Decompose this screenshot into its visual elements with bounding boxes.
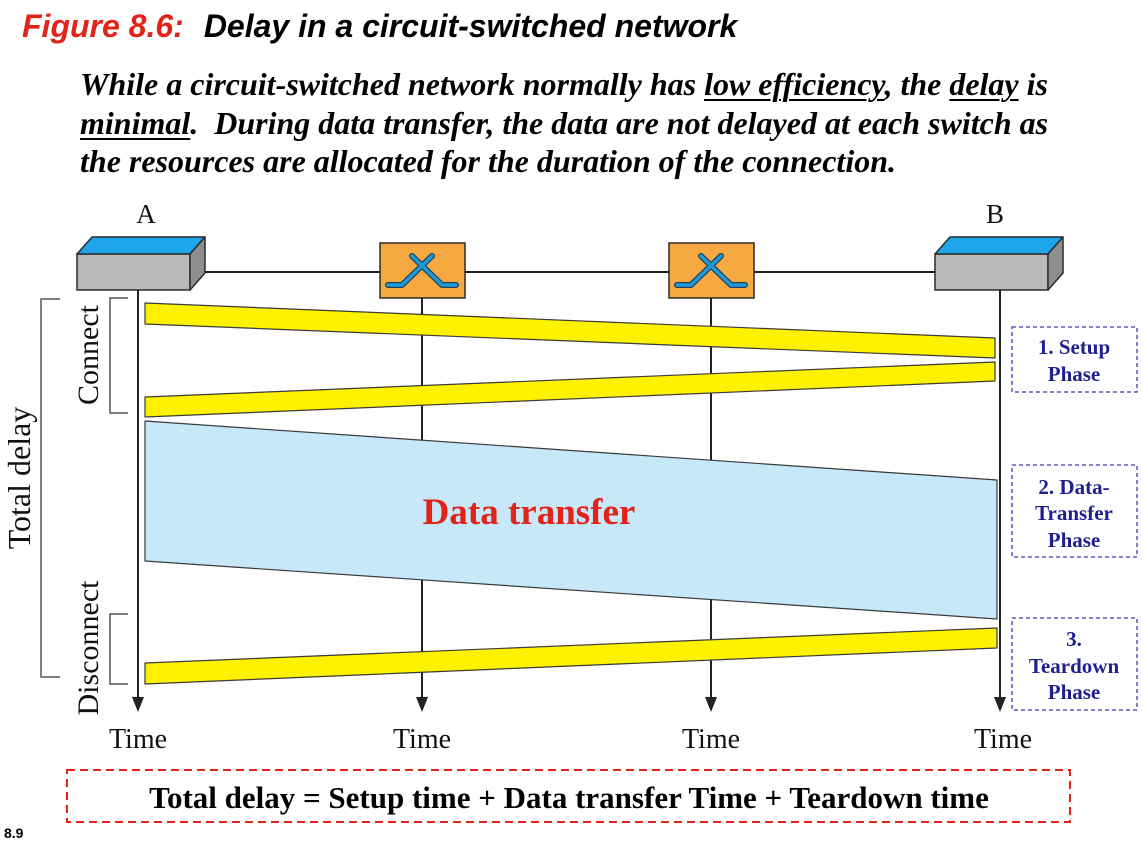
total-delay-bracket <box>40 298 60 678</box>
teardown-phase-line-2: Teardown <box>1029 654 1120 678</box>
teardown-phase-line-3: Phase <box>1048 680 1101 704</box>
time-label-switch-2: Time <box>682 724 740 755</box>
station-b-front-face <box>934 253 1049 291</box>
time-label-switch-1: Time <box>393 724 451 755</box>
description-text: the resources are allocated for the dura… <box>80 143 896 179</box>
station-a-front-face <box>76 253 191 291</box>
setup-phase-line-1: 1. Setup <box>1038 335 1110 359</box>
timeline-b <box>994 290 1006 712</box>
timeline-switch-2-arrow-icon <box>705 697 717 712</box>
time-label-b: Time <box>974 724 1032 755</box>
underlined-term-delay: delay <box>949 66 1019 102</box>
description-text: is <box>1018 66 1048 102</box>
switch-1-symbol <box>386 254 458 287</box>
description-line-3: the resources are allocated for the dura… <box>80 142 1120 181</box>
formula-border <box>66 769 1071 823</box>
description-text: , the <box>884 66 950 102</box>
data-transfer-phase-box: 2. Data- Transfer Phase <box>1011 464 1138 558</box>
station-b-top-face <box>934 236 1064 255</box>
station-a-label: A <box>136 199 156 229</box>
station-b-icon <box>934 236 1064 291</box>
setup-ack-signal <box>144 361 996 418</box>
station-b-side-face <box>1047 236 1064 291</box>
data-transfer-phase-line-2: Transfer <box>1035 501 1113 525</box>
station-b-label: B <box>986 199 1004 229</box>
switch-2-symbol <box>675 254 747 287</box>
station-a-side-face <box>189 236 206 291</box>
connect-label: Connect <box>72 304 105 405</box>
setup-request-signal <box>144 302 996 359</box>
description-text: . During data transfer, the data are not… <box>190 104 1049 141</box>
timeline-a <box>132 290 144 712</box>
data-transfer-phase-line-3: Phase <box>1048 528 1101 552</box>
data-transfer-label: Data transfer <box>423 492 636 533</box>
figure-label: Figure 8.6: <box>22 8 184 44</box>
underlined-term-minimal: minimal <box>80 104 191 141</box>
page-title: Figure 8.6: Delay in a circuit-switched n… <box>22 8 737 44</box>
disconnect-bracket <box>109 613 128 685</box>
setup-phase-line-2: Phase <box>1048 362 1101 386</box>
disconnect-label: Disconnect <box>72 580 105 716</box>
time-label-a: Time <box>109 724 167 755</box>
total-delay-formula: Total delay = Setup time + Data transfer… <box>66 769 1071 823</box>
switch-2-icon <box>668 242 755 299</box>
underlined-term-low-efficiency: low efficiency <box>704 66 885 102</box>
formula-text: Total delay = Setup time + Data transfer… <box>149 780 989 815</box>
switch-2-body <box>668 242 755 299</box>
teardown-signal <box>144 627 998 685</box>
page-number: 8.9 <box>4 825 24 841</box>
switch-1-icon <box>379 242 466 299</box>
description-text: While a circuit-switched network normall… <box>80 66 705 102</box>
teardown-phase-line-1: 3. <box>1066 627 1082 651</box>
description-line-2: minimal. During data transfer, the data … <box>80 104 1120 143</box>
figure-title: Delay in a circuit-switched network <box>203 8 738 44</box>
station-a-icon <box>76 236 206 291</box>
connect-bracket <box>109 297 128 414</box>
description-line-1: While a circuit-switched network normall… <box>80 65 1120 104</box>
setup-phase-box: 1. Setup Phase <box>1011 326 1138 393</box>
station-a-top-face <box>76 236 206 255</box>
timeline-switch-1-arrow-icon <box>416 697 428 712</box>
timeline-b-arrow-icon <box>994 697 1006 712</box>
switch-1-body <box>379 242 466 299</box>
data-transfer-phase-line-1: 2. Data- <box>1038 475 1109 499</box>
description-paragraph: While a circuit-switched network normall… <box>80 65 1120 181</box>
data-transfer-band <box>144 420 998 620</box>
teardown-phase-box: 3. Teardown Phase <box>1011 617 1138 711</box>
data-transfer-phase-border <box>1011 464 1138 558</box>
teardown-phase-border <box>1011 617 1138 711</box>
total-delay-label: Total delay <box>1 407 37 550</box>
setup-phase-border <box>1011 326 1138 393</box>
timeline-a-arrow-icon <box>132 697 144 712</box>
